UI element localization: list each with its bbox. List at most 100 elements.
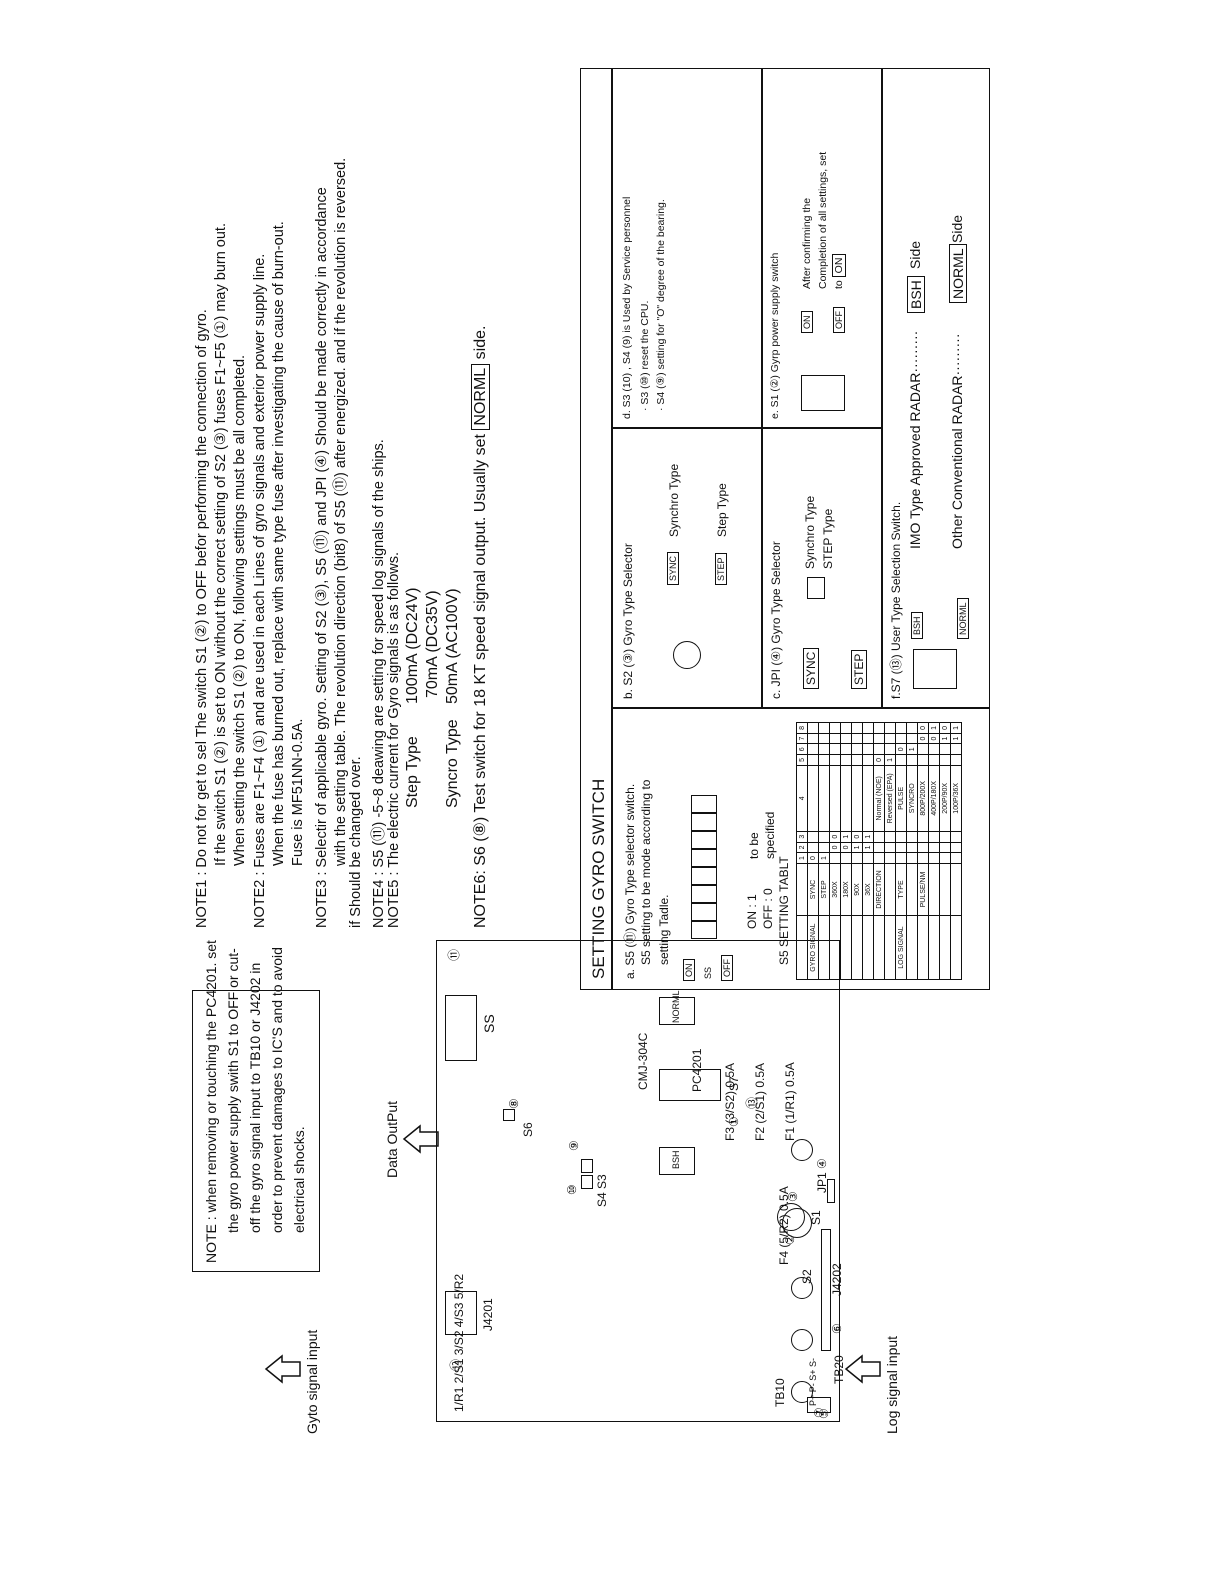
n9: ⑨ xyxy=(567,1140,581,1151)
f-side2: Side xyxy=(949,214,965,243)
fuse-f1: F1 (1/R1) 0.5A xyxy=(783,1062,797,1141)
s5-table-cell: 0 xyxy=(917,722,929,734)
s3-switch[interactable] xyxy=(581,1175,593,1189)
s5-table-cell xyxy=(807,722,819,734)
s5-table-cell xyxy=(840,852,852,864)
s5-table-cell xyxy=(851,733,863,744)
n8: ⑧ xyxy=(507,1098,521,1109)
s5-table-cell: LOG SIGNAL xyxy=(895,915,907,980)
s5-table-cell xyxy=(906,733,918,744)
s5-table-cell xyxy=(906,915,918,980)
s1-toggle-icon[interactable] xyxy=(801,375,845,411)
s2-toggle-icon[interactable] xyxy=(673,641,701,669)
s5-table-cell xyxy=(939,852,951,864)
s5-table-cell: 1 xyxy=(939,733,951,744)
s5-table-cell xyxy=(807,754,819,766)
tb20-pins: P+ P- S+ S- xyxy=(808,1357,818,1406)
gyro-input-arrow-icon xyxy=(264,1354,301,1384)
fuse-f2-holder[interactable] xyxy=(791,1329,813,1351)
n6: ⑥ xyxy=(830,1323,844,1334)
s5-table-cell xyxy=(939,743,951,755)
s5-table-cell xyxy=(884,842,896,853)
f-norml-sw: NORML xyxy=(957,598,969,639)
e-on: ON xyxy=(801,311,813,333)
s5-table-cell xyxy=(862,765,874,832)
s7-switch-icon[interactable] xyxy=(913,649,957,689)
s6-switch[interactable] xyxy=(503,1109,515,1121)
s5-table-cell xyxy=(851,915,863,980)
s5-table-cell xyxy=(862,743,874,755)
fuse-f4-holder[interactable] xyxy=(791,1139,813,1161)
s5-table-cell xyxy=(873,842,885,853)
d-line1: d. S3 (10) , S4 (9) is Used by Service p… xyxy=(621,196,633,419)
n3: ③ xyxy=(786,1191,800,1202)
s5-table-cell: 1 xyxy=(950,722,962,734)
s5-table-cell xyxy=(928,831,940,843)
s5-table-cell xyxy=(917,852,929,864)
s5-table-cell xyxy=(917,842,929,853)
n1: ① xyxy=(727,1116,741,1127)
s5-table-cell xyxy=(807,831,819,843)
s5-dip-switch[interactable] xyxy=(691,795,717,939)
warning-line-5: electrical shocks. xyxy=(291,1126,307,1233)
s5-table-cell xyxy=(917,915,929,980)
note-line-10: NOTE4 : S5 (⑪) -5~8 deawing are setting … xyxy=(371,439,387,928)
s5-table-cell xyxy=(840,754,852,766)
s5-table-cell: 0 xyxy=(829,831,841,843)
note-line-7: NOTE3 : Selectir of applicable gyro. Set… xyxy=(314,187,330,928)
c-step: STEP xyxy=(851,649,867,689)
s5-table-cell xyxy=(906,722,918,734)
s5-table-cell xyxy=(840,743,852,755)
f-side1: Side xyxy=(907,240,923,269)
note-line-4: NOTE2 : Fuses are F1~F4 (①) and are used… xyxy=(252,253,268,928)
warning-note-box: NOTE : when removing or touching the PC4… xyxy=(192,940,320,1272)
e-line2: Completion of all settings, set xyxy=(817,151,829,289)
s5-table-cell: 180X xyxy=(840,863,852,916)
s5-table-cell: 0 xyxy=(928,733,940,744)
s5-table-cell xyxy=(807,733,819,744)
s5-table-cell: 1 xyxy=(840,831,852,843)
s5-table-cell xyxy=(862,722,874,734)
s4-switch[interactable] xyxy=(581,1159,593,1173)
warning-line-4: order to prevent damages to IC'S and to … xyxy=(269,947,285,1233)
s2-switch[interactable] xyxy=(782,1208,812,1238)
s5-table-cell xyxy=(928,863,940,916)
s5-table-cell: 100P/36X xyxy=(950,765,962,832)
s5-table-cell xyxy=(895,733,907,744)
s5-table-cell xyxy=(862,915,874,980)
s5-table-cell xyxy=(851,754,863,766)
n4: ④ xyxy=(815,1158,829,1169)
s5-table-cell xyxy=(829,743,841,755)
s5-table-cell xyxy=(807,743,819,755)
c-sync: SYNC xyxy=(803,647,819,689)
s5-table-cell xyxy=(928,842,940,853)
tb10-pins: 1/R1 2/S1 3/S2 4/S3 5/R2 xyxy=(452,1273,466,1412)
s5-table-cell xyxy=(818,733,830,744)
s5-table-cell: 360X xyxy=(829,863,841,916)
s5-table-cell: 0 xyxy=(917,733,929,744)
note6-prefix: NOTE6: S6 (⑧) Test switch for 18 KT spee… xyxy=(472,434,489,928)
tb10-label: TB10 xyxy=(773,1378,787,1407)
s5-table-cell: 90X xyxy=(851,863,863,916)
a-line2: S5 setting to be mode according to xyxy=(639,779,653,965)
f-bsh: BSH xyxy=(907,276,925,313)
s5-table-cell xyxy=(950,743,962,755)
s5-table-cell: 1 xyxy=(950,733,962,744)
s5-table-cell xyxy=(917,743,929,755)
s5-table-cell xyxy=(873,915,885,980)
s5-table-cell: 800P/200X xyxy=(917,765,929,832)
current-syncro-type: Syncro Type xyxy=(444,719,461,808)
s5-table-cell xyxy=(840,765,852,832)
jp1-label: JP1 xyxy=(815,1172,829,1193)
note6-norml: NORML xyxy=(471,363,490,430)
s5-table-cell xyxy=(851,852,863,864)
b-step-type: Step Type xyxy=(715,483,729,537)
